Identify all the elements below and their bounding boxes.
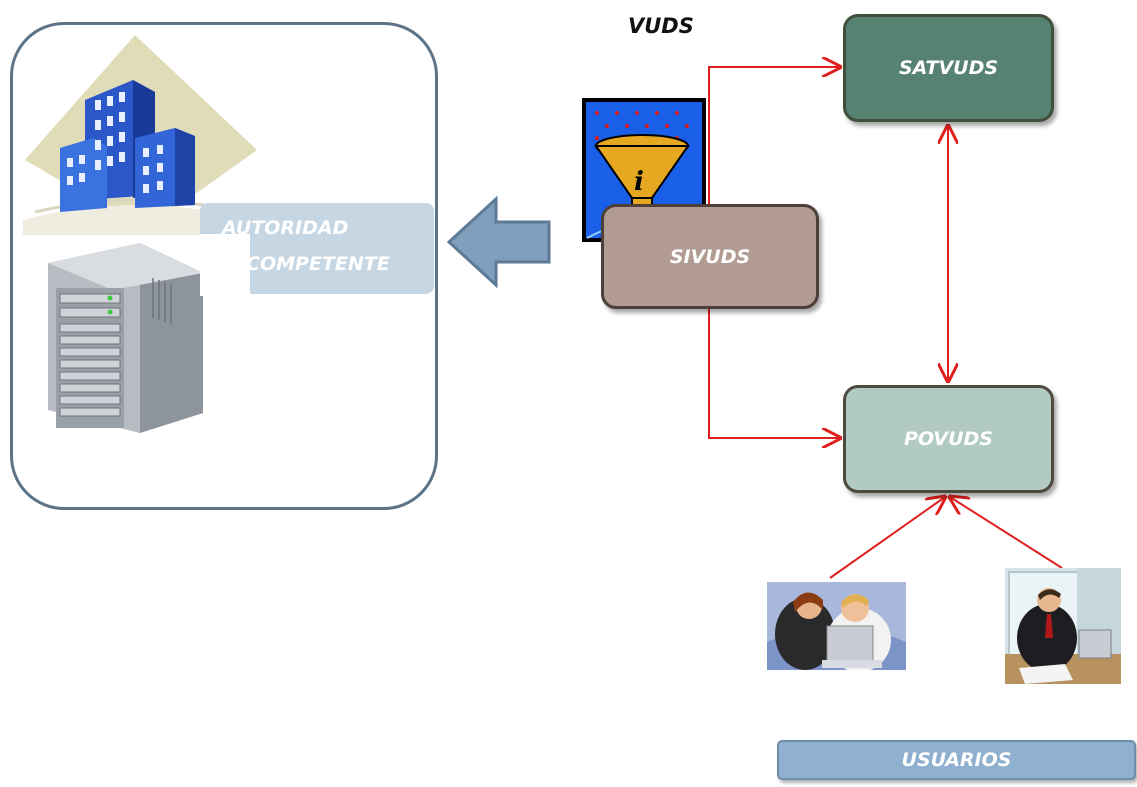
users-laptop-icon (767, 582, 906, 670)
satvuds-node: SATVUDS (843, 14, 1054, 122)
server-image-overlap (200, 234, 250, 296)
svg-text:i: i (634, 167, 644, 197)
authority-label-line2: COMPETENTE (246, 253, 390, 275)
sivuds-node: SIVUDS (601, 204, 819, 309)
users-label: USUARIOS (777, 740, 1136, 780)
connector-users2-povuds (950, 497, 1063, 569)
connector-sivuds-satvuds (708, 67, 840, 204)
connector-users1-povuds (829, 497, 945, 579)
left-arrow-icon (446, 196, 551, 288)
buildings-icon (23, 35, 257, 235)
businessman-laptop-icon (1005, 568, 1121, 684)
server-tower-icon (48, 243, 203, 433)
povuds-node: POVUDS (843, 385, 1054, 493)
vuds-title: VUDS (628, 14, 694, 38)
authority-label-line1: AUTORIDAD (222, 217, 349, 239)
connector-sivuds-povuds (708, 309, 840, 438)
